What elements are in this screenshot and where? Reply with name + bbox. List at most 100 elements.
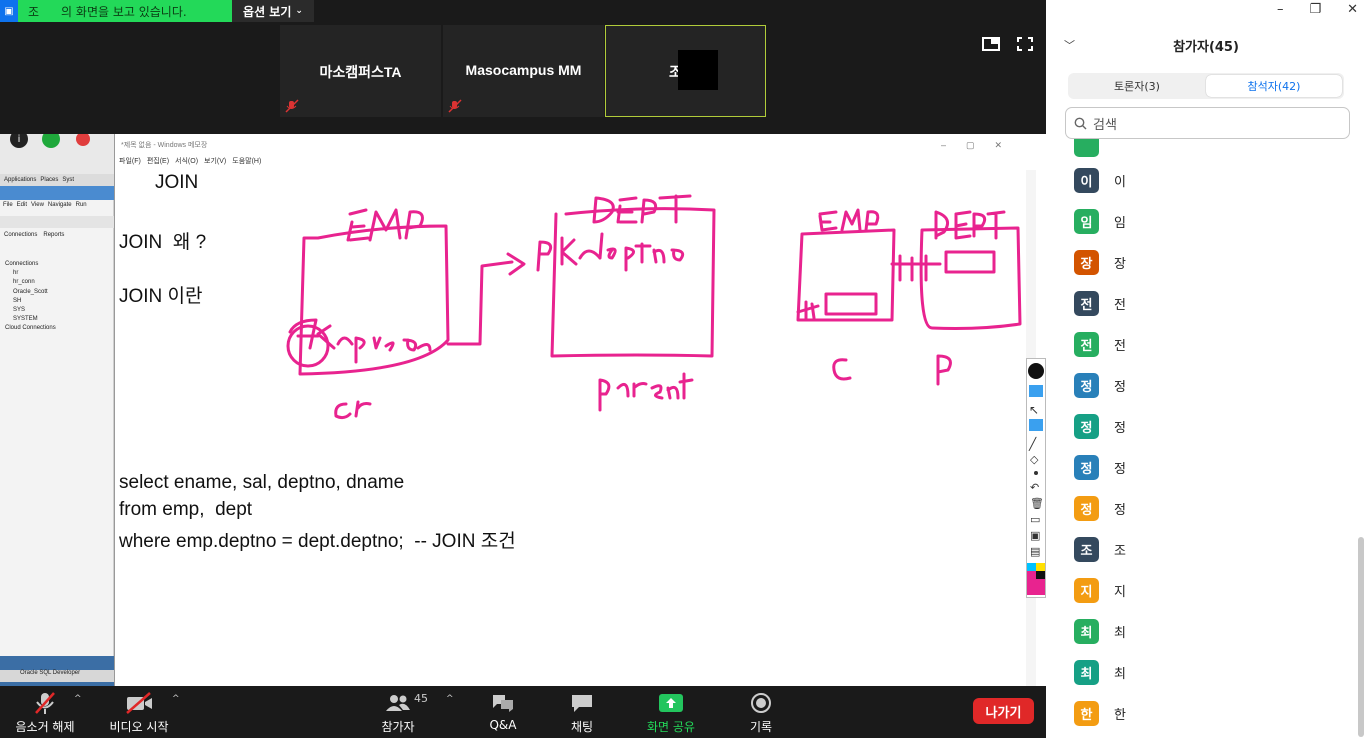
pen-logo-icon[interactable] [1028,363,1044,379]
participant-name: 최 [1114,666,1126,682]
tab-connections[interactable]: Connections [4,232,38,238]
participant-name: 정 [1114,461,1126,477]
pen-tool-icon[interactable] [1029,419,1043,431]
tree-node[interactable]: Cloud Connections [5,325,56,332]
dot-size-icon[interactable] [1034,471,1038,475]
line-tool-icon[interactable]: ╱ [1029,437,1037,451]
participants-button[interactable]: 참가자 [372,690,424,735]
share-screen-button[interactable]: 화면 공유 [640,690,702,735]
sqldev-menu-item[interactable]: File [3,202,13,208]
video-tile-ta[interactable]: 마소캠퍼스TA [280,25,441,117]
video-tile-mm[interactable]: Masocampus MM [443,25,604,117]
clipboard-icon[interactable]: ▤ [1030,545,1041,558]
tree-node[interactable]: Connections [5,261,39,267]
participants-count: 45 [414,692,428,705]
shield-check-icon[interactable] [42,134,60,148]
dept-small-label-ink [934,210,1006,240]
color-palette-icon[interactable] [1027,563,1045,571]
tab-reports[interactable]: Reports [43,232,65,238]
search-input[interactable]: 검색 [1065,107,1350,139]
undo-icon[interactable]: ↶ [1030,481,1040,494]
info-icon[interactable]: i [10,134,28,148]
chevron-up-icon[interactable]: ^ [172,694,180,704]
sqldev-menu-item[interactable]: Edit [16,202,28,208]
chevron-up-icon[interactable]: ^ [446,694,454,704]
qa-button[interactable]: Q&A [482,690,524,732]
start-video-button[interactable]: 비디오 시작 [104,690,174,735]
notepad-menu-format[interactable]: 서식(O) [175,158,199,165]
taskbar-item[interactable]: Oracle SQL Developer [0,670,114,682]
leave-button[interactable]: 나가기 [973,698,1034,724]
record-button[interactable]: 기록 [740,690,782,735]
tab-attendees[interactable]: 참석자(42) [1206,75,1342,97]
chevron-down-icon[interactable]: ﹀ [1064,39,1075,52]
camera-icon[interactable]: ▣ [1030,529,1041,542]
fullscreen-icon[interactable] [1016,36,1034,52]
emp-box-ink [298,224,450,376]
chevron-up-icon[interactable]: ^ [74,694,82,704]
tree-node[interactable]: SH [13,297,22,304]
participant-row[interactable] [1074,139,1099,157]
active-color-icon[interactable] [1027,579,1045,595]
cursor-icon[interactable]: ↖ [1029,403,1040,417]
notepad-menu-help[interactable]: 도움말(H) [232,158,262,165]
viewing-notice: 조 의 화면을 보고 있습니다. [18,0,232,22]
tree-node[interactable]: hr_conn [13,279,35,286]
notepad-menu-view[interactable]: 보기(V) [204,158,227,165]
restore-icon[interactable]: ❐ [1309,2,1322,17]
tree-node[interactable]: Oracle_Scott [13,288,48,295]
tab-panelists[interactable]: 토론자(3) [1114,80,1160,93]
presenter-name: 조 [28,4,40,19]
tree-node[interactable]: SYS [13,307,26,314]
screen-icon[interactable]: ▭ [1030,513,1041,526]
minimize-icon[interactable]: – [1276,2,1284,17]
notepad-menu-edit[interactable]: 편집(E) [146,158,170,165]
avatar: 조 [1074,536,1099,562]
sqldev-menu-item[interactable]: Run [75,202,87,208]
participant-scrollbar[interactable] [1358,139,1364,738]
eraser-icon[interactable]: ◇ [1030,453,1039,466]
gnome-menu-item[interactable]: Applications [4,177,37,183]
window-controls-icon[interactable]: –▢✕ [940,140,1022,150]
view-options-button[interactable]: 옵션 보기 ⌄ [232,0,314,22]
video-tile-presenter[interactable]: 조 [605,25,766,117]
view-layout-icon[interactable] [982,36,1000,52]
fk-circle-ink [286,324,330,368]
trash-icon[interactable]: 🗑 [1030,497,1044,510]
eye-icon[interactable] [1029,385,1043,397]
sqldev-menu-item[interactable]: Navigate [47,202,72,208]
participant-name: 임 [1114,215,1126,231]
tree-node[interactable]: SYSTEM [13,316,38,323]
unmute-button[interactable]: 음소거 해제 [10,690,80,735]
tree-node[interactable]: hr [13,270,19,277]
qa-icon [493,695,513,712]
notepad-text-area[interactable]: JOIN JOIN 왜 ? JOIN 이란 select ename, sal,… [115,170,1026,686]
color-palette-icon[interactable] [1027,571,1045,579]
scrollbar-thumb[interactable] [1358,537,1364,737]
chat-button[interactable]: 채팅 [562,690,602,735]
record-label: 기록 [749,720,773,734]
pk-deptno-ink [536,232,685,272]
search-placeholder: 검색 [1093,117,1117,133]
gnome-menu-item[interactable]: Syst [62,177,75,183]
zoom-logo-icon: ▣ [0,0,18,22]
sqldev-menu-item[interactable]: View [31,202,44,208]
gnome-menu-item[interactable]: Places [40,177,59,183]
notepad-menu-file[interactable]: 파일(F) [119,158,141,165]
text-line: JOIN [155,172,199,193]
close-icon[interactable]: ✕ [1347,2,1358,17]
